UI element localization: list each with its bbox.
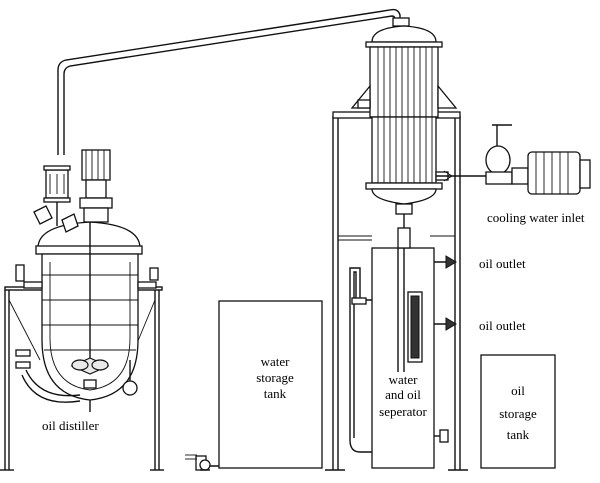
water-storage-tank (185, 300, 323, 471)
oil-distiller (0, 149, 164, 471)
water-storage-tank-label-line-2: storage (256, 370, 294, 385)
oil-storage-tank-label-line-2: storage (499, 406, 537, 421)
separator-label-line-1: water (389, 372, 419, 387)
oil-storage-tank-label: oil storage tank (499, 383, 537, 442)
separator-label: water and oil seperator (379, 372, 427, 419)
vapor-pipe (57, 8, 410, 155)
oil-outlet-label-1: oil outlet (479, 256, 526, 271)
water-storage-tank-label: water storage tank (256, 354, 294, 401)
oil-storage-tank-label-line-3: tank (507, 427, 530, 442)
oil-storage-tank (480, 354, 556, 469)
cooling-water-inlet-label: cooling water inlet (487, 210, 585, 225)
separator-label-line-2: and oil (385, 387, 421, 402)
oil-storage-tank-label-line-1: oil (511, 383, 525, 398)
separator-label-line-3: seperator (379, 404, 427, 419)
condenser-tubes (377, 47, 433, 183)
water-storage-tank-label-line-1: water (261, 354, 291, 369)
condenser (350, 25, 488, 232)
cooling-water-pump (485, 124, 591, 195)
oil-outlet-label-2: oil outlet (479, 318, 526, 333)
water-oil-separator (349, 227, 457, 469)
water-storage-tank-label-line-3: tank (264, 386, 287, 401)
oil-distiller-label: oil distiller (42, 418, 99, 433)
